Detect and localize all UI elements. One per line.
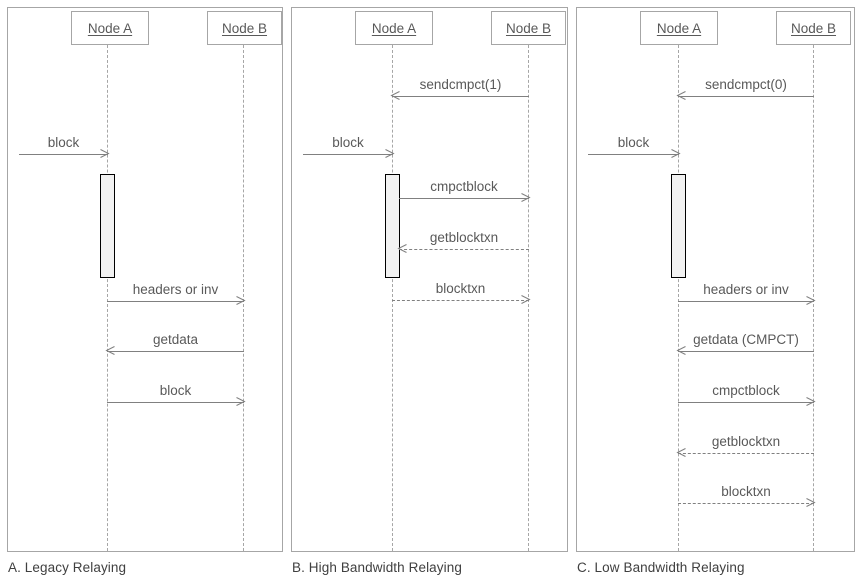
panel-b-activation-bar bbox=[385, 174, 400, 278]
message-label: getdata bbox=[152, 332, 199, 347]
panel-b-node-a-lifeline bbox=[392, 45, 393, 551]
panel-a-node-a-lifeline bbox=[107, 45, 108, 551]
panel-b-node-b-label: Node B bbox=[505, 20, 552, 36]
panel-a-node-a-box: Node A bbox=[71, 11, 149, 45]
arrowhead-right-icon bbox=[236, 397, 246, 406]
panel-c-node-b-label: Node B bbox=[790, 20, 837, 36]
panel-b-node-a-label: Node A bbox=[371, 20, 417, 36]
message-label: block bbox=[159, 383, 192, 398]
arrowhead-left-icon bbox=[676, 346, 686, 355]
arrowhead-right-icon bbox=[671, 149, 681, 158]
panel-b-caption: B. High Bandwidth Relaying bbox=[292, 560, 462, 575]
arrowhead-right-icon bbox=[236, 296, 246, 305]
arrowhead-left-icon bbox=[390, 91, 400, 100]
panel-b-high-bandwidth-relaying: Node A Node B sendcmpct(1) block bbox=[291, 7, 568, 552]
panel-b-node-b-lifeline bbox=[528, 45, 529, 551]
panel-a-node-b-lifeline bbox=[243, 45, 244, 551]
message-line bbox=[678, 402, 814, 403]
message-line bbox=[588, 154, 679, 155]
panel-b-node-b-box: Node B bbox=[491, 11, 566, 45]
panel-c-caption: C. Low Bandwidth Relaying bbox=[577, 560, 745, 575]
message-line bbox=[303, 154, 393, 155]
message-line bbox=[399, 249, 529, 250]
panel-a-caption: A. Legacy Relaying bbox=[8, 560, 127, 575]
message-label: blocktxn bbox=[721, 484, 771, 499]
message-line bbox=[678, 96, 814, 97]
message-label: cmpctblock bbox=[712, 383, 780, 398]
panel-a-node-a-label: Node A bbox=[87, 20, 133, 36]
message-line bbox=[678, 351, 814, 352]
message-label: block bbox=[617, 135, 650, 150]
panel-c-node-b-lifeline bbox=[813, 45, 814, 551]
panel-c-activation-bar bbox=[671, 174, 686, 278]
panel-a-activation-bar bbox=[100, 174, 115, 278]
arrowhead-right-icon bbox=[521, 295, 531, 304]
message-label: headers or inv bbox=[703, 282, 789, 297]
message-label: block bbox=[332, 135, 364, 150]
message-label: sendcmpct(0) bbox=[705, 77, 787, 92]
message-label: getblocktxn bbox=[711, 434, 781, 449]
message-line bbox=[392, 96, 529, 97]
message-label: getdata (CMPCT) bbox=[693, 332, 799, 347]
message-line bbox=[392, 300, 529, 301]
message-line bbox=[678, 453, 814, 454]
message-line bbox=[678, 503, 814, 504]
arrowhead-right-icon bbox=[806, 296, 816, 305]
message-label: cmpctblock bbox=[430, 179, 498, 194]
panel-a-node-b-box: Node B bbox=[207, 11, 282, 45]
arrowhead-left-icon bbox=[397, 244, 407, 253]
message-label: block bbox=[47, 135, 80, 150]
message-line bbox=[107, 301, 244, 302]
message-line bbox=[107, 351, 244, 352]
panel-b-node-a-box: Node A bbox=[355, 11, 433, 45]
message-label: blocktxn bbox=[435, 281, 486, 296]
message-line bbox=[678, 301, 814, 302]
arrowhead-right-icon bbox=[100, 149, 110, 158]
panel-c-node-b-box: Node B bbox=[776, 11, 851, 45]
arrowhead-left-icon bbox=[676, 91, 686, 100]
arrowhead-right-icon bbox=[806, 397, 816, 406]
arrowhead-right-icon bbox=[385, 149, 395, 158]
panel-a-node-b-label: Node B bbox=[221, 20, 268, 36]
arrowhead-left-icon bbox=[676, 448, 686, 457]
message-line bbox=[399, 198, 529, 199]
message-label: headers or inv bbox=[132, 282, 219, 297]
panel-c-node-a-lifeline bbox=[678, 45, 679, 551]
arrowhead-right-icon bbox=[521, 193, 531, 202]
arrowhead-left-icon bbox=[105, 346, 115, 355]
message-line bbox=[107, 402, 244, 403]
panel-c-node-a-box: Node A bbox=[640, 11, 718, 45]
panel-c-node-a-label: Node A bbox=[656, 20, 702, 36]
message-label: getblocktxn bbox=[429, 230, 499, 245]
panel-a-legacy-relaying: Node A Node B block headers or inv bbox=[7, 7, 283, 552]
arrowhead-right-icon bbox=[806, 498, 816, 507]
message-label: sendcmpct(1) bbox=[419, 77, 502, 92]
message-line bbox=[19, 154, 108, 155]
panel-c-low-bandwidth-relaying: Node A Node B sendcmpct(0) block bbox=[576, 7, 855, 552]
